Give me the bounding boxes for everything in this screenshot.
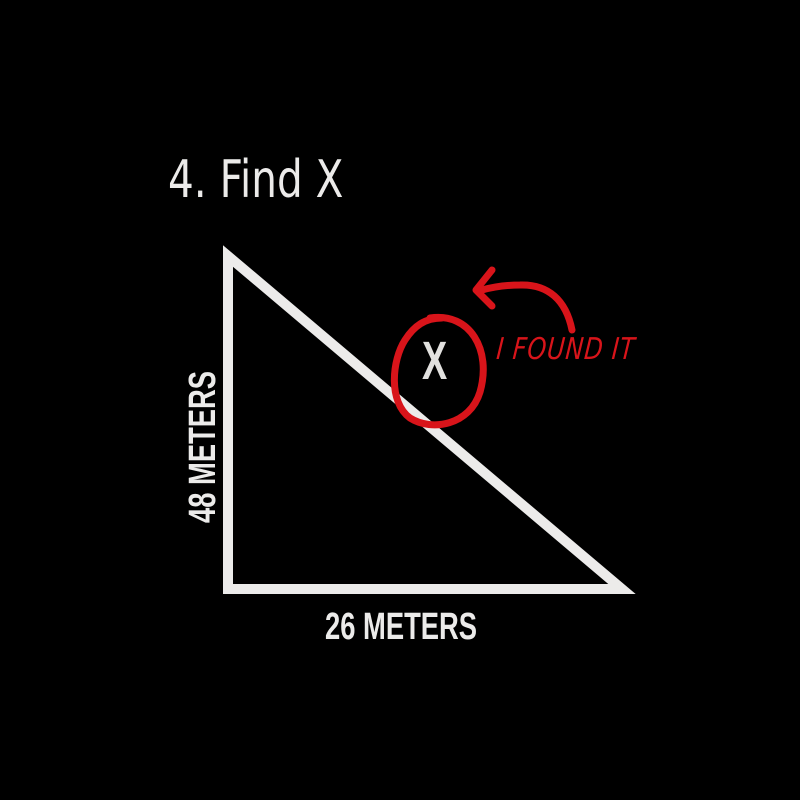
page-title: 4. Find X: [168, 150, 344, 210]
red-arrowhead: [472, 266, 496, 310]
vertical-side-label: 48 METERS: [182, 370, 224, 523]
red-arrow-curve: [478, 281, 576, 334]
found-it-note: I FOUND IT: [495, 332, 637, 367]
red-circle-mark: [390, 313, 487, 429]
unknown-x-label: X: [422, 331, 448, 391]
horizontal-side-label: 26 METERS: [325, 606, 478, 648]
